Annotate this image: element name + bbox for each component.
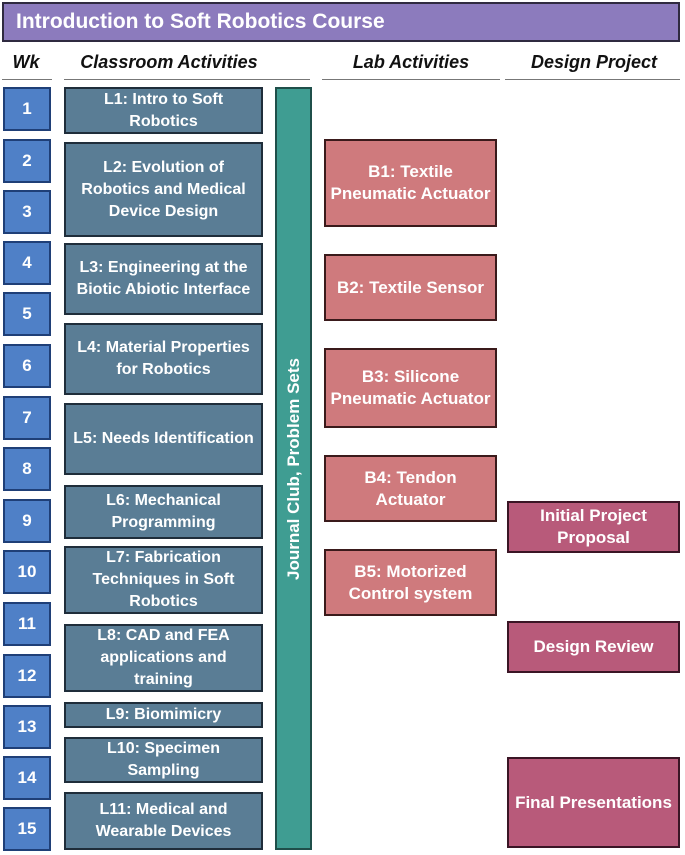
header-underline-classroom: [64, 79, 310, 80]
journal-club-label: Journal Club, Problem Sets: [283, 357, 303, 580]
week-box: 8: [3, 447, 51, 491]
header-underline-week: [2, 79, 52, 80]
week-box: 4: [3, 241, 51, 285]
week-box: 2: [3, 139, 51, 183]
lab-box: B3: Silicone Pneumatic Actuator: [324, 348, 497, 428]
header-classroom: Classroom Activities: [80, 52, 258, 72]
header-lab: Lab Activities: [352, 52, 470, 72]
design-box: Final Presentations: [507, 757, 680, 848]
week-box: 13: [3, 705, 51, 749]
lab-box: B5: Motorized Control system: [324, 549, 497, 616]
week-box: 10: [3, 550, 51, 594]
header-underline-lab: [322, 79, 500, 80]
week-box: 6: [3, 344, 51, 388]
week-box: 3: [3, 190, 51, 234]
week-box: 11: [3, 602, 51, 646]
week-box: 7: [3, 396, 51, 440]
course-title: Introduction to Soft Robotics Course: [2, 2, 680, 42]
design-box: Initial Project Proposal: [507, 501, 680, 553]
lecture-box: L3: Engineering at the Biotic Abiotic In…: [64, 243, 263, 315]
design-box: Design Review: [507, 621, 680, 673]
lecture-box: L6: Mechanical Programming: [64, 485, 263, 539]
header-underline-design: [505, 79, 680, 80]
lab-box: B1: Textile Pneumatic Actuator: [324, 139, 497, 227]
header-design: Design Project: [530, 52, 658, 72]
week-box: 5: [3, 292, 51, 336]
week-box: 12: [3, 654, 51, 698]
lecture-box: L10: Specimen Sampling: [64, 737, 263, 783]
lecture-box: L2: Evolution of Robotics and Medical De…: [64, 142, 263, 237]
lecture-box: L1: Intro to Soft Robotics: [64, 87, 263, 134]
lecture-box: L7: Fabrication Techniques in Soft Robot…: [64, 546, 263, 614]
lab-box: B2: Textile Sensor: [324, 254, 497, 321]
lecture-box: L8: CAD and FEA applications and trainin…: [64, 624, 263, 692]
lecture-box: L11: Medical and Wearable Devices: [64, 792, 263, 850]
header-week: Wk: [12, 52, 40, 72]
journal-club-bar: Journal Club, Problem Sets: [275, 87, 312, 850]
lecture-box: L5: Needs Identification: [64, 403, 263, 475]
week-box: 14: [3, 756, 51, 800]
course-title-text: Introduction to Soft Robotics Course: [16, 10, 385, 33]
week-box: 1: [3, 87, 51, 131]
lecture-box: L4: Material Properties for Robotics: [64, 323, 263, 395]
week-box: 15: [3, 807, 51, 851]
week-box: 9: [3, 499, 51, 543]
lab-box: B4: Tendon Actuator: [324, 455, 497, 522]
lecture-box: L9: Biomimicry: [64, 702, 263, 728]
